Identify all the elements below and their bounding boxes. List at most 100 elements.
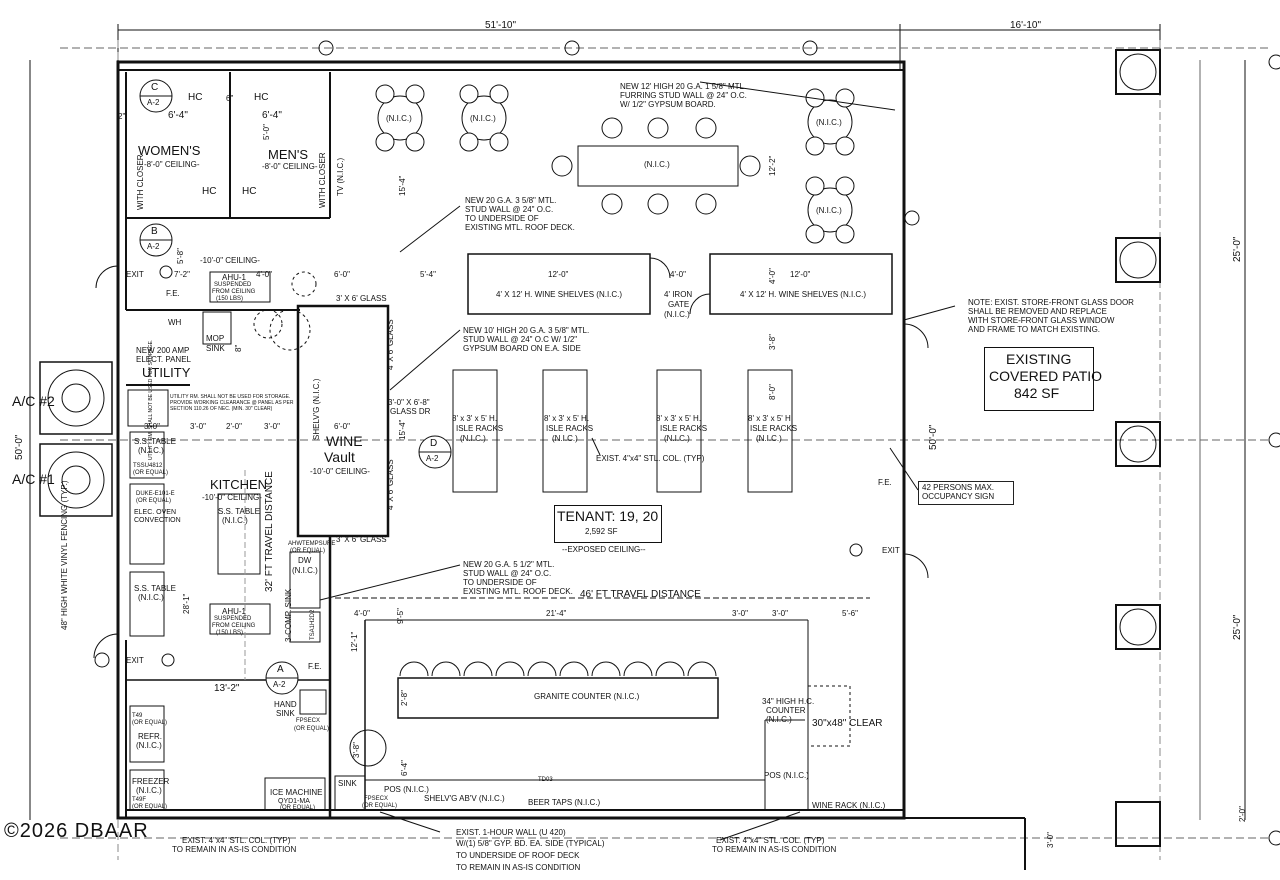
ice-machine-1: ICE MACHINE	[270, 788, 323, 797]
dim-six-in: 6"	[226, 94, 234, 103]
storefront-note-3: WITH STORE-FRONT GLASS WINDOW	[968, 316, 1115, 325]
dim-right-small-2: 3'-0"	[1046, 832, 1055, 848]
vault-ceiling: -10'-0" CEILING-	[310, 467, 370, 476]
section-sheet-d: A-2	[426, 454, 439, 463]
kitchen-ceiling: -10'-0" CEILING-	[202, 493, 262, 502]
dim-vault-6: 6'-0"	[334, 422, 350, 431]
table-nic-2: (N.I.C.)	[470, 114, 496, 123]
dim-four-ft: 4'-0"	[256, 270, 272, 279]
dim-right-small-1: 2'-0"	[1238, 806, 1247, 822]
exit-sign-1: EXIT	[126, 270, 144, 279]
ss-table-1: S.S. TABLE	[134, 437, 176, 446]
dim-c-5-6: 5'-6"	[842, 609, 858, 618]
stud-note-4: EXISTING MTL. ROOF DECK.	[465, 223, 575, 232]
ahu-1-line3: FROM CEILING	[212, 289, 256, 295]
isle-3-c: (N.I.C.)	[664, 434, 690, 443]
furring-note-3: W/ 1/2" GYPSUM BOARD.	[620, 100, 716, 109]
col-right-note-1: EXIST. 4"x4" STL. COL. (TYP)	[716, 836, 825, 845]
ten-note-3: GYPSUM BOARD ON E.A. SIDE	[463, 344, 581, 353]
dim-right-mid: 50'-0"	[928, 424, 939, 450]
shelv-vault: SHELV'G (N.I.C.)	[312, 378, 321, 440]
stud-note-2: STUD WALL @ 24" O.C.	[465, 205, 554, 214]
dim-13-2: 13'-2"	[214, 683, 240, 694]
t49f-eq: (OR EQUAL)	[132, 804, 168, 810]
section-sheet-a: A-2	[273, 680, 286, 689]
dim-six-top: 6'-0"	[334, 270, 350, 279]
dim-gate-4: 4'-0"	[670, 270, 686, 279]
storefront-note-2: SHALL BE REMOVED AND REPLACE	[968, 307, 1107, 316]
furring-note-2: FURRING STUD WALL @ 24" O.C.	[620, 91, 747, 100]
dim-men-width: 6'-4"	[262, 110, 282, 121]
ice-machine-eq: (OR EQUAL)	[280, 805, 316, 811]
isle-4-b: ISLE RACKS	[750, 424, 798, 433]
td03-label: TD03	[538, 777, 553, 783]
tempsure-label: AHWTEMPSURE	[288, 541, 336, 547]
watermark: ©2026 DBAAR	[4, 820, 149, 842]
dim-top-patio: 16'-10"	[1010, 20, 1042, 31]
freezer-label: FREEZER	[132, 777, 170, 786]
wine-shelves-right	[709, 253, 893, 315]
wine-shelves-left-label: 4' X 12' H. WINE SHELVES (N.I.C.)	[496, 290, 623, 299]
ss-table-2: S.S. TABLE	[218, 507, 260, 516]
dim-28: 28'-1"	[182, 593, 191, 614]
room-wine-2: Vault	[324, 449, 355, 465]
stud5-note-2: STUD WALL @ 24" O.C.	[463, 569, 552, 578]
ss-table-3: S.S. TABLE	[134, 584, 176, 593]
room-utility: UTILITY	[142, 365, 191, 380]
ahu-1-line4: (150 LBS)	[216, 296, 244, 302]
dim-top-main: 51'-10"	[485, 20, 517, 31]
room-women: WOMEN'S	[138, 143, 201, 158]
glass-4x6-bottom: 4' X 6' GLASS	[386, 459, 395, 510]
dim-men-depth: 5'-0"	[262, 124, 271, 140]
t49f-label: T49F	[132, 797, 147, 803]
dim-3-8-v: 3'-8"	[768, 334, 777, 350]
section-sheet-c: A-2	[147, 98, 160, 107]
beer-taps: BEER TAPS (N.I.C.)	[528, 798, 601, 807]
stud5-note-3: TO UNDERSIDE OF	[463, 578, 537, 587]
dim-12-2: 12'-2"	[768, 155, 777, 176]
wall-note-4: TO REMAIN IN AS-IS CONDITION	[456, 863, 581, 872]
dim-15-4-a: 15'-4"	[398, 175, 407, 196]
dim-12-1: 12'-1"	[350, 631, 359, 652]
glass-4x6-top: 4' X 6' GLASS	[386, 319, 395, 370]
clear-label: 30"x48" CLEAR	[812, 718, 883, 729]
iron-gate-2: GATE	[668, 300, 690, 309]
iron-gate-1: 4' IRON	[664, 290, 693, 299]
room-men: MEN'S	[268, 147, 309, 162]
section-mark-c: C	[151, 82, 159, 93]
pos-right: POS (N.I.C.)	[764, 771, 809, 780]
with-closer-2: WITH CLOSER	[318, 152, 327, 208]
furring-note-1: NEW 12' HIGH 20 G.A. 1 5/8" MTL.	[620, 82, 747, 91]
granite-label: GRANITE COUNTER (N.I.C.)	[534, 692, 640, 701]
dim-c-3a: 3'-0"	[732, 609, 748, 618]
hc-symbol-4: HC	[242, 186, 257, 197]
refr-nic: (N.I.C.)	[136, 741, 162, 750]
hand-sink-1: HAND	[274, 700, 297, 709]
panel-2: ELECT. PANEL	[136, 355, 191, 364]
isle-rack-2	[542, 369, 588, 493]
isle-2-b: ISLE RACKS	[546, 424, 594, 433]
ac-2-label: A/C #2	[12, 393, 55, 409]
patio-label-1: EXISTING	[1006, 351, 1072, 367]
utility-note-c: SECTION 110.26 OF NEC. (MIN. 30" CLEAR)	[170, 406, 273, 412]
dim-shelf-12-b: 12'-0"	[790, 270, 811, 279]
ahu-2-line4: (150 LBS)	[216, 630, 244, 636]
isle-4-c: (N.I.C.)	[756, 434, 782, 443]
dim-4-v: 4'-0"	[768, 268, 777, 284]
wh-label: WH	[168, 318, 182, 327]
col-typ-note: EXIST. 4"x4" STL. COL. (TYP)	[596, 454, 705, 463]
dim-6-4: 6'-4"	[400, 760, 409, 776]
isle-rack-4	[747, 369, 793, 493]
stud5-note-4: EXISTING MTL. ROOF DECK.	[463, 587, 573, 596]
dim-k-3a: 3'-0"	[144, 422, 160, 431]
tenant-sf: 2,592 SF	[585, 527, 618, 536]
isle-3-a: 8' x 3' x 5' H.	[656, 414, 702, 423]
dim-shelf-12-a: 12'-0"	[548, 270, 569, 279]
dim-2-8: 2'-8"	[400, 690, 409, 706]
refr-label: REFR.	[138, 732, 162, 741]
iron-gate-3: (N.I.C.)	[664, 310, 690, 319]
utility-note-b: PROVIDE WORKING CLEARANCE @ PANEL AS PER	[170, 400, 294, 406]
fpsecx-1-eq: (OR EQUAL)	[294, 726, 330, 732]
vault-door-2: GLASS DR	[390, 407, 431, 416]
table-nic-3: (N.I.C.)	[644, 160, 670, 169]
